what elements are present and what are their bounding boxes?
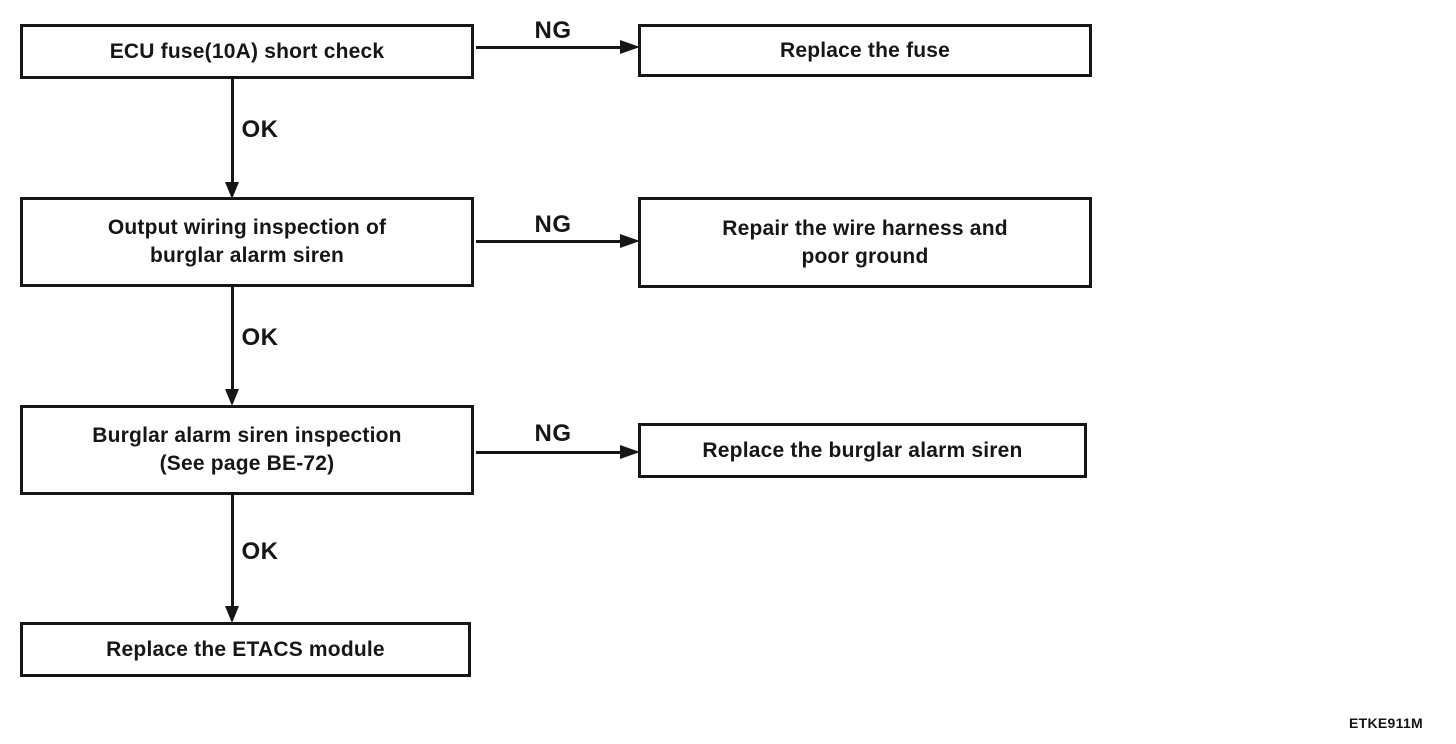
node-ecu-fuse-short-check: ECU fuse(10A) short check [20, 24, 474, 79]
arrow-line [231, 79, 234, 184]
arrowhead-down-icon [225, 182, 239, 199]
node-text: Replace the fuse [779, 38, 951, 62]
arrow-line [476, 451, 624, 454]
node-replace-etacs-module: Replace the ETACS module [20, 622, 471, 677]
figure-code: ETKE911M [1349, 715, 1423, 731]
node-text: Replace the ETACS module [106, 637, 385, 661]
edge-label-ng-2: NG [534, 211, 572, 238]
node-replace-burglar-alarm-siren: Replace the burglar alarm siren [638, 423, 1087, 478]
node-replace-the-fuse: Replace the fuse [638, 24, 1092, 77]
node-text: ECU fuse(10A) short check [109, 39, 385, 63]
node-text: Replace the burglar alarm siren [702, 438, 1023, 462]
node-text-line2: poor ground [801, 244, 929, 268]
node-burglar-alarm-siren-inspection: Burglar alarm siren inspection (See page… [20, 405, 474, 495]
arrowhead-down-icon [225, 606, 239, 623]
node-text-line2: (See page BE-72) [159, 452, 335, 475]
node-text-line2: burglar alarm siren [149, 244, 345, 267]
node-text-line1: Repair the wire harness and [722, 216, 1008, 240]
edge-label-ok-3: OK [241, 538, 279, 565]
arrow-line [476, 46, 624, 49]
node-text-line1: Burglar alarm siren inspection [92, 424, 402, 447]
edge-label-ok-1: OK [241, 116, 279, 143]
node-repair-wire-harness: Repair the wire harness and poor ground [638, 197, 1092, 288]
edge-label-ok-2: OK [241, 324, 279, 351]
edge-label-ng-1: NG [534, 17, 572, 44]
arrowhead-right-icon [620, 40, 640, 54]
arrowhead-right-icon [620, 445, 640, 459]
arrow-line [476, 240, 624, 243]
arrow-line [231, 287, 234, 391]
arrow-line [231, 495, 234, 608]
arrowhead-down-icon [225, 389, 239, 406]
arrowhead-right-icon [620, 234, 640, 248]
node-output-wiring-inspection: Output wiring inspection of burglar alar… [20, 197, 474, 287]
edge-label-ng-3: NG [534, 420, 572, 447]
node-text-line1: Output wiring inspection of [107, 216, 387, 239]
